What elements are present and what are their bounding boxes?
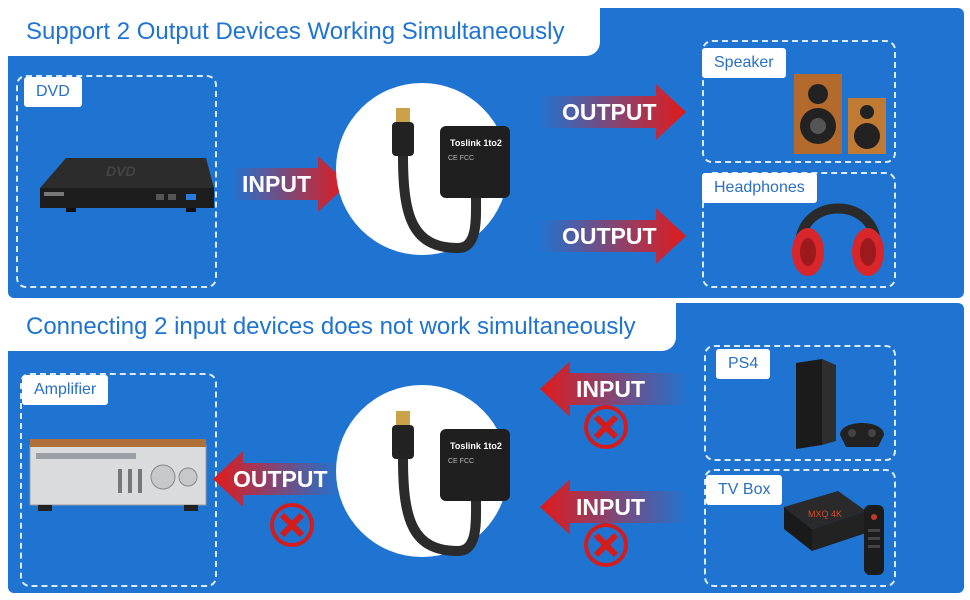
- splitter-text-2: Toslink 1to2: [450, 441, 502, 451]
- svg-text:CE FCC: CE FCC: [448, 458, 474, 465]
- ps4-label: PS4: [716, 349, 771, 379]
- svg-text:CE FCC: CE FCC: [448, 155, 474, 162]
- output-arrow-1: OUTPUT: [538, 84, 686, 140]
- amplifier-icon: [29, 439, 207, 511]
- input-arrow-1: INPUT: [540, 361, 688, 417]
- speaker-frame: [702, 40, 896, 163]
- speaker-label: Speaker: [702, 48, 786, 78]
- headphones-icon: [792, 203, 884, 276]
- input-arrow-2-label: INPUT: [576, 494, 645, 520]
- input-arrow: INPUT: [230, 156, 348, 212]
- splitter-cable-icon: Toslink 1to2 CE FCC: [392, 411, 510, 556]
- cross-icon: [584, 523, 628, 567]
- dvd-label: DVD: [24, 77, 82, 107]
- output-arrow-2: OUTPUT: [538, 208, 686, 264]
- input-arrow-label: INPUT: [242, 171, 311, 197]
- top-panel: Support 2 Output Devices Working Simulta…: [8, 8, 964, 298]
- cross-icon: [270, 503, 314, 547]
- cross-icon: [584, 405, 628, 449]
- tvbox-label: TV Box: [706, 475, 783, 505]
- bottom-panel-title: Connecting 2 input devices does not work…: [8, 303, 676, 351]
- headphones-label: Headphones: [702, 173, 817, 203]
- bottom-panel: Connecting 2 input devices does not work…: [8, 303, 964, 593]
- tv-box-icon: MXQ 4K: [784, 491, 884, 575]
- ps4-frame: [704, 345, 896, 461]
- dvd-frame: [16, 75, 217, 288]
- tvbox-frame: [704, 469, 896, 587]
- svg-text:MXQ 4K: MXQ 4K: [808, 509, 842, 519]
- speaker-icon: [794, 74, 886, 154]
- svg-text:DVD: DVD: [106, 163, 136, 179]
- amplifier-label: Amplifier: [22, 375, 109, 405]
- splitter-cable-icon: Toslink 1to2 CE FCC: [392, 108, 510, 253]
- ps4-console-icon: [796, 359, 884, 449]
- output-arrow-left: OUTPUT: [213, 451, 341, 507]
- output-arrow-1-label: OUTPUT: [562, 99, 657, 125]
- dvd-player-icon: DVD: [40, 158, 214, 212]
- input-arrow-1-label: INPUT: [576, 376, 645, 402]
- output-arrow-left-label: OUTPUT: [233, 466, 328, 492]
- output-arrow-2-label: OUTPUT: [562, 223, 657, 249]
- top-panel-title: Support 2 Output Devices Working Simulta…: [8, 8, 600, 56]
- splitter-text: Toslink 1to2: [450, 138, 502, 148]
- input-arrow-2: INPUT: [540, 479, 688, 535]
